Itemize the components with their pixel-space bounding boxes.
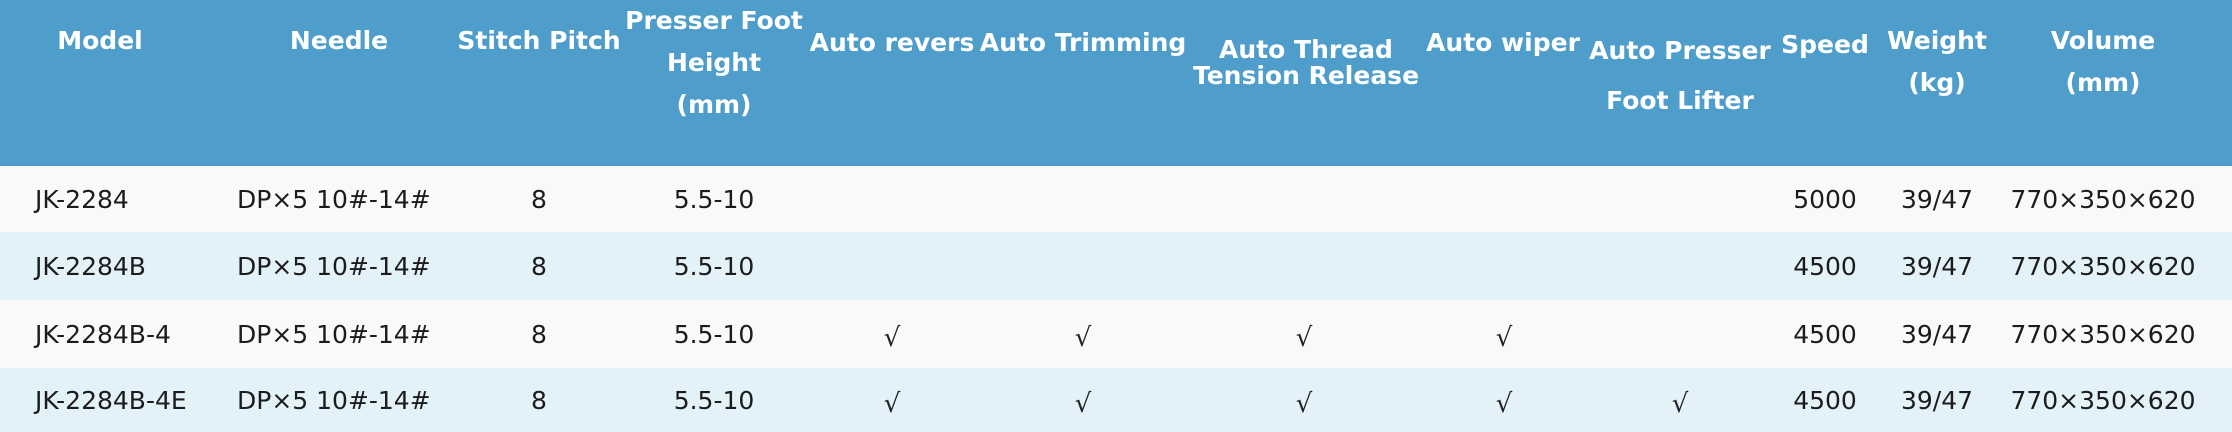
check-mark-auto-revers: √ [883, 389, 901, 419]
check-mark-auto-wiper: √ [1495, 389, 1513, 419]
header-model: Model [0, 0, 250, 166]
table-row: JK-2284B-4E DP×5 10#-14# 8 5.5-10 √ √ √ √ √ 4500 3… [0, 368, 2232, 432]
cell-needle: DP×5 10#-14# [237, 385, 431, 415]
header-label-line: Speed [1781, 30, 1869, 59]
check-mark-auto-thread-tension-release [1194, 232, 1414, 300]
header-auto-revers: Auto revers [742, 0, 1042, 166]
header-weight: Weight (kg) [1787, 0, 2087, 166]
check-mark-auto-wiper: √ [1495, 323, 1513, 353]
header-label-line: Needle [289, 26, 389, 55]
header-label-line: (mm) [2065, 68, 2141, 97]
header-label-line: Tension Release [1192, 61, 1420, 90]
cell-speed: 4500 [1793, 385, 1857, 415]
check-mark-auto-thread-tension-release [1194, 166, 1414, 232]
table-row: JK-2284B DP×5 10#-14# 8 5.5-10 4500 39/47 770×… [0, 232, 2232, 300]
cell-speed: 4500 [1793, 251, 1857, 281]
header-label-line: Model [57, 26, 143, 55]
cell-volume: 770×350×620 [2010, 184, 2196, 214]
check-mark-auto-revers [782, 166, 1002, 232]
cell-weight: 39/47 [1900, 251, 1974, 281]
cell-model: JK-2284B-4 [35, 319, 171, 349]
header-label-line: Stitch Pitch [457, 26, 621, 55]
header-label-line: Auto Trimming [979, 28, 1187, 57]
check-mark-auto-trimming: √ [1074, 323, 1092, 353]
cell-presser-foot-height: 5.5-10 [673, 319, 755, 349]
table-row: JK-2284 DP×5 10#-14# 8 5.5-10 5000 39/47 770×3… [0, 166, 2232, 232]
cell-model: JK-2284B-4E [35, 385, 187, 415]
cell-presser-foot-height: 5.5-10 [673, 251, 755, 281]
cell-stitch-pitch: 8 [531, 385, 547, 415]
cell-stitch-pitch: 8 [531, 251, 547, 281]
cell-weight: 39/47 [1900, 184, 1974, 214]
header-label-line: Foot Lifter [1606, 86, 1754, 115]
header-volume: Volume (mm) [1953, 0, 2232, 166]
cell-presser-foot-height: 5.5-10 [673, 385, 755, 415]
cell-speed: 4500 [1793, 319, 1857, 349]
cell-model: JK-2284B [35, 251, 146, 281]
cell-volume: 770×350×620 [2010, 251, 2196, 281]
header-stitch-pitch: Stitch Pitch [389, 0, 689, 166]
cell-needle: DP×5 10#-14# [237, 319, 431, 349]
header-label-line: (mm) [676, 90, 752, 119]
cell-stitch-pitch: 8 [531, 319, 547, 349]
header-label-line: Auto revers [809, 28, 975, 57]
cell-weight: 39/47 [1900, 385, 1974, 415]
check-mark-auto-presser-foot-lifter: √ [1671, 389, 1689, 419]
cell-presser-foot-height: 5.5-10 [673, 184, 755, 214]
header-label-line: Weight [1887, 26, 1987, 55]
check-mark-auto-trimming: √ [1074, 389, 1092, 419]
check-mark-auto-thread-tension-release: √ [1295, 389, 1313, 419]
cell-stitch-pitch: 8 [531, 184, 547, 214]
cell-needle: DP×5 10#-14# [237, 251, 431, 281]
check-mark-auto-thread-tension-release: √ [1295, 323, 1313, 353]
cell-volume: 770×350×620 [2010, 385, 2196, 415]
header-label-line: Height [666, 48, 762, 77]
header-label-line: Presser Foot [625, 6, 803, 35]
check-mark-auto-revers [782, 232, 1002, 300]
header-speed: Speed [1675, 0, 1975, 166]
check-mark-auto-revers: √ [883, 323, 901, 353]
check-mark-auto-trimming [973, 232, 1193, 300]
header-auto-trimming: Auto Trimming [933, 0, 1233, 166]
header-label-line: (kg) [1908, 68, 1966, 97]
cell-needle: DP×5 10#-14# [237, 184, 431, 214]
header-label-line: Auto Presser [1589, 36, 1771, 65]
cell-model: JK-2284 [35, 184, 129, 214]
header-label-line: Auto wiper [1426, 28, 1580, 57]
cell-volume: 770×350×620 [2010, 319, 2196, 349]
table-row: JK-2284B-4 DP×5 10#-14# 8 5.5-10 √ √ √ √ 4500 39/… [0, 300, 2232, 368]
cell-speed: 5000 [1793, 184, 1857, 214]
cell-weight: 39/47 [1900, 319, 1974, 349]
header-label-line: Volume [2050, 26, 2156, 55]
check-mark-auto-trimming [973, 166, 1193, 232]
header-auto-wiper: Auto wiper [1353, 0, 1653, 166]
header-label-line: Auto Thread [1219, 35, 1393, 64]
header-needle: Needle [189, 0, 489, 166]
